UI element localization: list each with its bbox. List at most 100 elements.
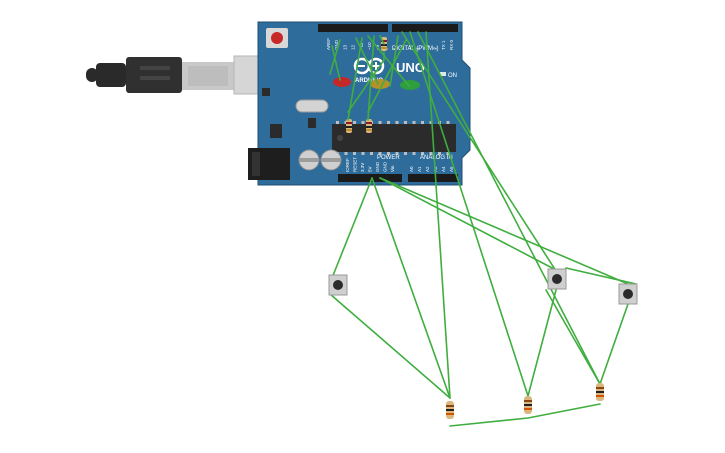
- pin-label: A1: [417, 166, 422, 172]
- wire: [599, 303, 629, 385]
- chip-pin: [361, 121, 365, 124]
- chip-pin: [361, 152, 365, 155]
- wire: [417, 31, 601, 385]
- analog-label: ANALOG IN: [420, 155, 453, 161]
- pin-label: A0: [409, 166, 414, 172]
- microcontroller-chip: [332, 124, 456, 152]
- chip-pin: [412, 121, 416, 124]
- wire: [371, 177, 451, 399]
- pin-label: RESET: [353, 157, 358, 172]
- top-header-right: [392, 24, 458, 32]
- wire: [545, 289, 601, 385]
- on-led: [440, 72, 446, 76]
- chip-pin: [336, 121, 339, 124]
- led-yellow[interactable]: [370, 79, 390, 89]
- chip-pin: [429, 121, 433, 124]
- pin-label: A4: [441, 166, 446, 172]
- chip-pin: [421, 121, 424, 124]
- resistor-board-1[interactable]: [346, 119, 352, 133]
- crystal: [295, 99, 329, 113]
- push-button-1[interactable]: [328, 274, 348, 296]
- push-button-3[interactable]: [618, 283, 638, 305]
- resistor-3[interactable]: [596, 383, 604, 401]
- pin-label: 7: [392, 47, 397, 50]
- pin-label: Vin: [390, 165, 395, 172]
- chip-pin: [446, 152, 450, 155]
- resistor-2[interactable]: [524, 396, 532, 414]
- chip-pin: [378, 121, 382, 124]
- wire: [347, 51, 385, 113]
- chip-pin: [438, 152, 441, 155]
- small-chip-2: [262, 88, 270, 96]
- wire: [347, 37, 363, 121]
- wire: [367, 35, 410, 87]
- pin-label: GND: [383, 161, 388, 172]
- chip-pin: [429, 152, 433, 155]
- power-label: POWER: [377, 155, 400, 161]
- pin-label: GND: [334, 39, 339, 50]
- push-button-2[interactable]: [547, 268, 567, 290]
- pin-label: 12: [351, 44, 356, 50]
- pin-label: ~5: [408, 44, 413, 50]
- small-chip: [308, 118, 316, 128]
- chip-pin: [387, 152, 390, 155]
- power-header: [338, 174, 402, 182]
- chip-pin: [404, 152, 407, 155]
- wire: [355, 37, 379, 85]
- model-label: UNO: [396, 60, 425, 75]
- capacitor-2: [320, 149, 342, 171]
- wire: [379, 177, 557, 271]
- wire: [331, 177, 373, 279]
- wire: [449, 403, 601, 427]
- pin-label: IOREF: [345, 158, 350, 172]
- chip-pin: [353, 121, 356, 124]
- resistor-1[interactable]: [446, 398, 454, 422]
- pin-label: A5: [449, 166, 454, 172]
- chip-pin: [404, 121, 407, 124]
- pin-label: A2: [425, 166, 430, 172]
- wire: [565, 267, 637, 285]
- chip-pin: [395, 152, 399, 155]
- wire: [367, 39, 407, 113]
- chip-pin: [344, 152, 348, 155]
- wire: [379, 35, 385, 45]
- pin-label: GND: [375, 161, 380, 172]
- wire: [329, 39, 341, 75]
- wire: [527, 289, 557, 397]
- pin-label: RX 0: [449, 39, 454, 50]
- chip-pin: [421, 152, 424, 155]
- chip-pin: [387, 121, 390, 124]
- pin-label: 3.3V: [360, 163, 365, 172]
- pin-label: 13: [342, 44, 347, 50]
- wire: [331, 45, 341, 81]
- chip-pin: [412, 152, 416, 155]
- analog-header: [408, 174, 458, 182]
- pin-label: TX 1: [441, 40, 446, 50]
- chip-pin: [395, 121, 399, 124]
- wires: [329, 31, 637, 427]
- pin-label: 2: [433, 47, 438, 50]
- pin-label: AREF: [326, 38, 331, 50]
- pin-label: ~10: [367, 42, 372, 50]
- led-red[interactable]: [333, 77, 351, 87]
- resistor-board-2[interactable]: [366, 119, 372, 133]
- chip-pin: [370, 152, 373, 155]
- top-header-left: [318, 24, 388, 32]
- chip-pin: [378, 152, 382, 155]
- wire: [329, 293, 451, 399]
- reset-button-icon[interactable]: [266, 28, 288, 48]
- on-label: ON: [448, 73, 457, 79]
- pin-label: 4: [416, 47, 421, 50]
- wire: [389, 35, 399, 87]
- chip-pin: [353, 152, 356, 155]
- wire: [425, 31, 451, 399]
- wire: [379, 177, 629, 285]
- led-green[interactable]: [400, 80, 420, 90]
- capacitor-1: [298, 149, 320, 171]
- regulator: [270, 124, 282, 138]
- pin-label: 5V: [368, 166, 373, 172]
- chip-pin: [446, 121, 450, 124]
